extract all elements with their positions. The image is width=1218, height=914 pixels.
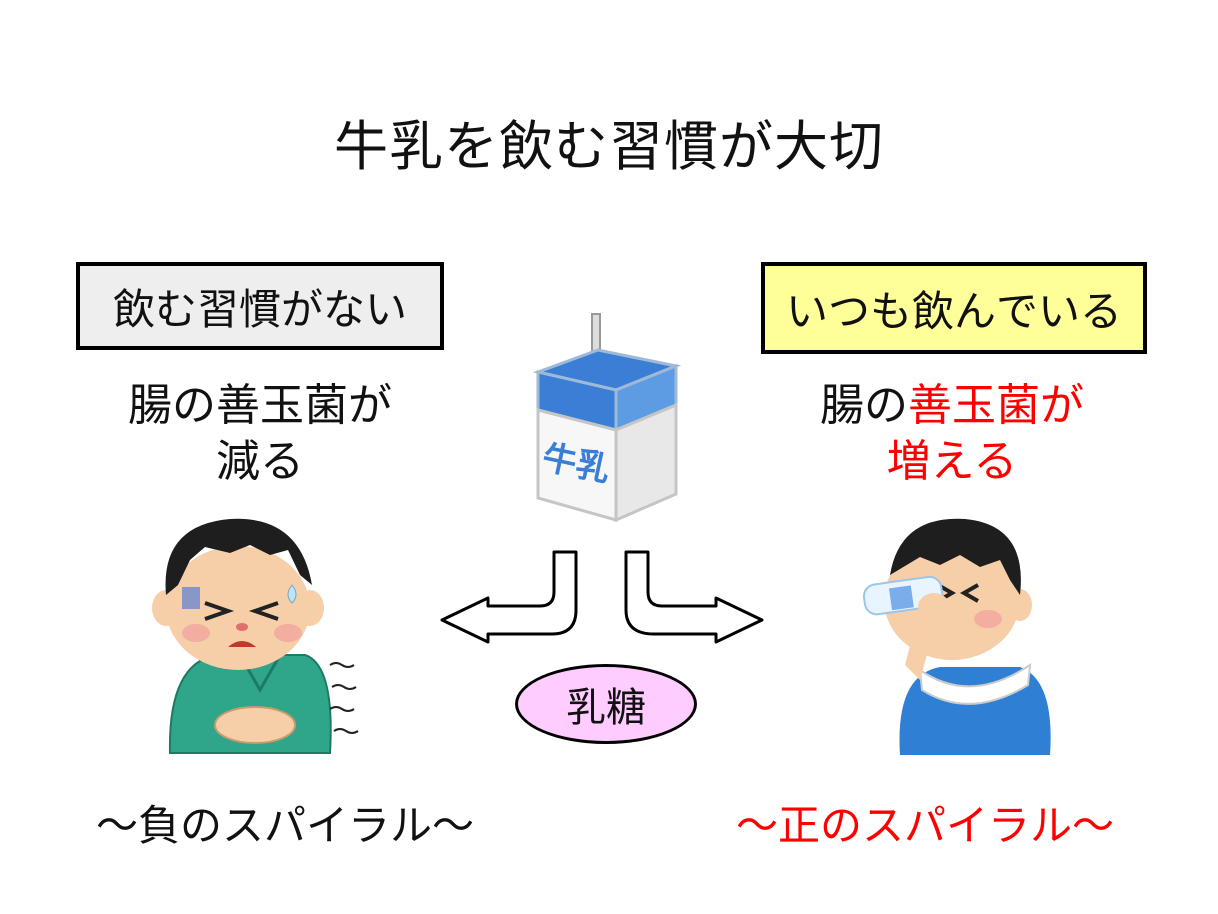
right-effect-prefix: 腸の	[820, 380, 908, 431]
left-arrow-icon	[440, 550, 578, 644]
right-effect-line2: 増える	[886, 436, 1018, 487]
right-arrow-icon	[624, 550, 764, 644]
no-habit-label: 飲む習慣がない	[112, 284, 407, 334]
right-effect-text: 腸の善玉菌が 増える	[752, 378, 1152, 490]
habit-label: いつも飲んでいる	[785, 286, 1122, 336]
left-effect-line2: 減る	[216, 436, 304, 487]
lactose-badge: 乳糖	[515, 664, 697, 744]
right-effect-line1: 腸の善玉菌が	[752, 378, 1152, 434]
no-habit-label-box: 飲む習慣がない	[76, 262, 444, 350]
drinking-boy-icon	[862, 518, 1051, 755]
habit-label-box: いつも飲んでいる	[761, 262, 1147, 354]
negative-spiral-text: ～負のスパイラル～	[95, 801, 474, 850]
left-effect-line1: 腸の善玉菌が	[128, 380, 392, 431]
left-effect-text: 腸の善玉菌が 減る	[60, 378, 460, 490]
right-effect-highlight: 善玉菌が	[908, 380, 1084, 431]
lactose-label: 乳糖	[566, 685, 646, 731]
positive-spiral-text: ～正のスパイラル～	[735, 801, 1114, 850]
page-title: 牛乳を飲む習慣が大切	[334, 115, 884, 178]
milk-carton-icon: 牛乳	[532, 313, 682, 523]
stomach-ache-boy-icon	[152, 518, 359, 754]
